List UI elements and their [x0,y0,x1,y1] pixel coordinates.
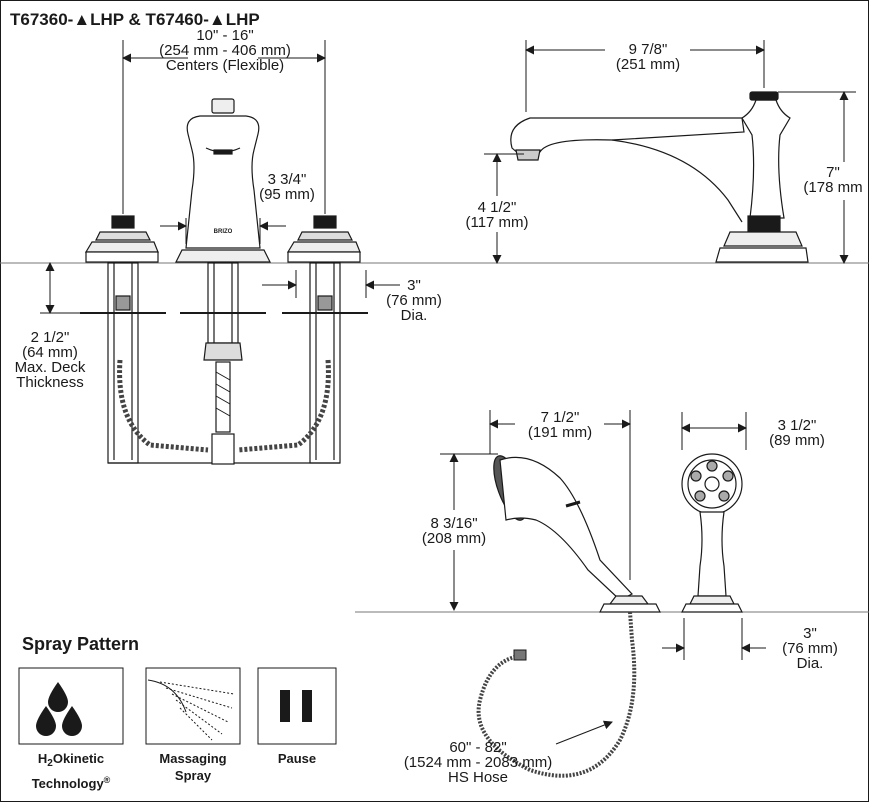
handshower-hose [476,611,637,778]
h-text: H [37,751,48,766]
dim-deck-line1: 2 1/2" [30,329,70,346]
dim-holder-dia-line3: Dia. [796,655,824,672]
spray-icon-pause [257,667,337,745]
right-handle-valve [282,215,368,464]
dim-centers-line1: 10" - 16" [196,27,254,44]
handshower-dimension-lines [440,410,766,745]
dim-hose-line2: (1524 mm - 2083 mm) [403,754,553,771]
spray-label-massaging-line1: Massaging [159,751,227,766]
dim-handshower-height-line1: 8 3/16" [430,515,478,532]
front-view-assembly [80,98,368,465]
dim-spout-height-label: 4 1/2" (117 mm) [447,200,547,230]
right-supply-hose [237,359,331,453]
dim-height-7-line1: 7" [826,164,840,181]
spray-label-h2okinetic-line1: H2Okinetic [19,750,123,772]
front-view-dimension-lines [40,40,400,314]
dim-deck-line4: Thickness [16,374,84,391]
dim-centers-line3: Centers (Flexible) [165,57,285,74]
water-drop-icon [62,706,82,736]
dim-centers-line2: (254 mm - 406 mm) [159,42,291,59]
dim-handle-width-line1: 3 3/4" [267,171,307,188]
dim-escutcheon-dia-line1: 3" [407,277,421,294]
water-drop-icon [48,682,68,712]
dim-hose-line3: HS Hose [447,769,509,786]
dim-spout-reach-line2: (251 mm) [615,56,681,73]
dim-hose-line1: 60" - 82" [449,739,507,756]
dim-escutcheon-dia-line3: Dia. [400,307,428,324]
dim-deck-line3: Max. Deck [14,359,86,376]
side-view-dimension-lines [484,40,856,264]
spray-label-massaging-line2: Spray [174,768,212,783]
dim-spout-height-line2: (117 mm) [465,214,529,231]
spray-label-pause-line1: Pause [277,751,317,766]
brand-mark: BRIZO [214,229,233,235]
technology-text: Technology [31,776,104,791]
dim-height-7-label: 7" (178 mm [798,165,868,195]
okinetic-text: Okinetic [52,751,105,766]
handshower-front [681,453,743,613]
dim-spout-reach-label: 9 7/8" (251 mm) [596,42,700,72]
dim-handshower-width-line1: 3 1/2" [777,417,817,434]
dim-deck-label: 2 1/2" (64 mm) Max. Deck Thickness [6,330,94,390]
spray-label-pause: Pause [258,750,336,767]
dim-handshower-width-label: 3 1/2" (89 mm) [752,418,842,448]
center-spout [175,98,271,465]
spray-label-h2okinetic: H2Okinetic Technology® [19,750,123,792]
subscript-2: 2 [47,758,53,769]
handshower-side [493,455,661,613]
dim-handshower-height-label: 8 3/16" (208 mm) [405,516,503,546]
pause-icon [280,690,290,722]
dim-hose-label: 60" - 82" (1524 mm - 2083 mm) HS Hose [378,740,578,785]
spray-icon-massaging [145,667,241,745]
dim-spout-reach-line1: 9 7/8" [628,41,668,58]
model-title: T67360-▲LHP & T67460-▲LHP [10,10,260,29]
dim-escutcheon-dia-label: 3" (76 mm) Dia. [372,278,456,323]
registered-mark: ® [103,775,111,785]
dim-handle-width-line2: (95 mm) [259,186,315,203]
dim-handshower-width-line2: (89 mm) [769,432,825,449]
spray-pattern-heading: Spray Pattern [22,634,140,654]
water-drop-icon [36,706,56,736]
dim-spout-height-line1: 4 1/2" [477,199,517,216]
dim-handshower-reach-line1: 7 1/2" [540,409,580,426]
dim-holder-dia-line1: 3" [803,625,817,642]
spray-icon-h2okinetic [18,667,124,745]
dim-handle-width-label: 3 3/4" (95 mm) [252,172,322,202]
spray-label-massaging: Massaging Spray [146,750,240,784]
dim-centers-label: 10" - 16" (254 mm - 406 mm) Centers (Fle… [145,28,305,73]
left-supply-hose [117,359,209,453]
dim-holder-dia-label: 3" (76 mm) Dia. [768,626,852,671]
dim-holder-dia-line2: (76 mm) [782,640,838,657]
side-view-spout [510,91,809,263]
dim-escutcheon-dia-line2: (76 mm) [386,292,442,309]
dim-deck-line2: (64 mm) [22,344,78,361]
hose-end-fitting [513,649,527,661]
dim-handshower-height-line2: (208 mm) [421,530,487,547]
dim-height-7-line2: (178 mm [803,179,863,196]
spray-label-h2okinetic-line2: Technology® [19,772,123,792]
dim-handshower-reach-label: 7 1/2" (191 mm) [510,410,610,440]
dim-handshower-reach-line2: (191 mm) [527,424,593,441]
